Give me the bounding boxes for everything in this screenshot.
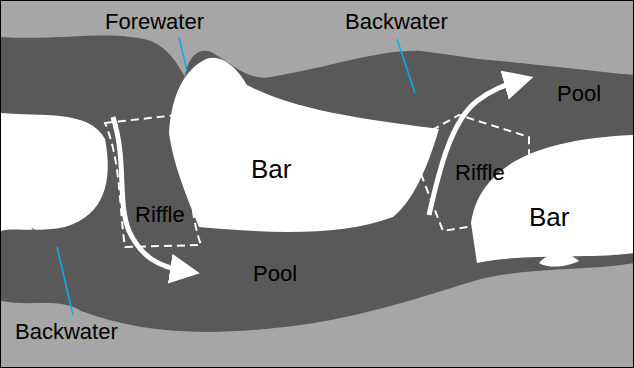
flow-arrow <box>113 117 185 271</box>
top-bank <box>1 1 634 78</box>
small-bar <box>539 254 579 267</box>
riffle-label: Riffle <box>455 162 505 184</box>
bar-label: Bar <box>251 156 291 182</box>
leader-line <box>179 37 187 71</box>
leader-line <box>397 39 415 93</box>
left-bar <box>1 113 108 231</box>
pool-label: Pool <box>557 83 601 105</box>
bar-label: Bar <box>529 204 569 230</box>
central-bar <box>169 58 439 232</box>
riffle-label: Riffle <box>135 204 185 226</box>
leader-line <box>57 247 73 315</box>
forewater-label: Forewater <box>105 11 204 33</box>
backwater-notch <box>31 227 85 263</box>
backwater-label: Backwater <box>345 11 448 33</box>
right-bar <box>471 135 634 263</box>
pool-label: Pool <box>253 263 297 285</box>
flow-arrow <box>429 81 519 215</box>
backwater-label: Backwater <box>15 321 118 343</box>
bottom-bank <box>1 263 634 368</box>
